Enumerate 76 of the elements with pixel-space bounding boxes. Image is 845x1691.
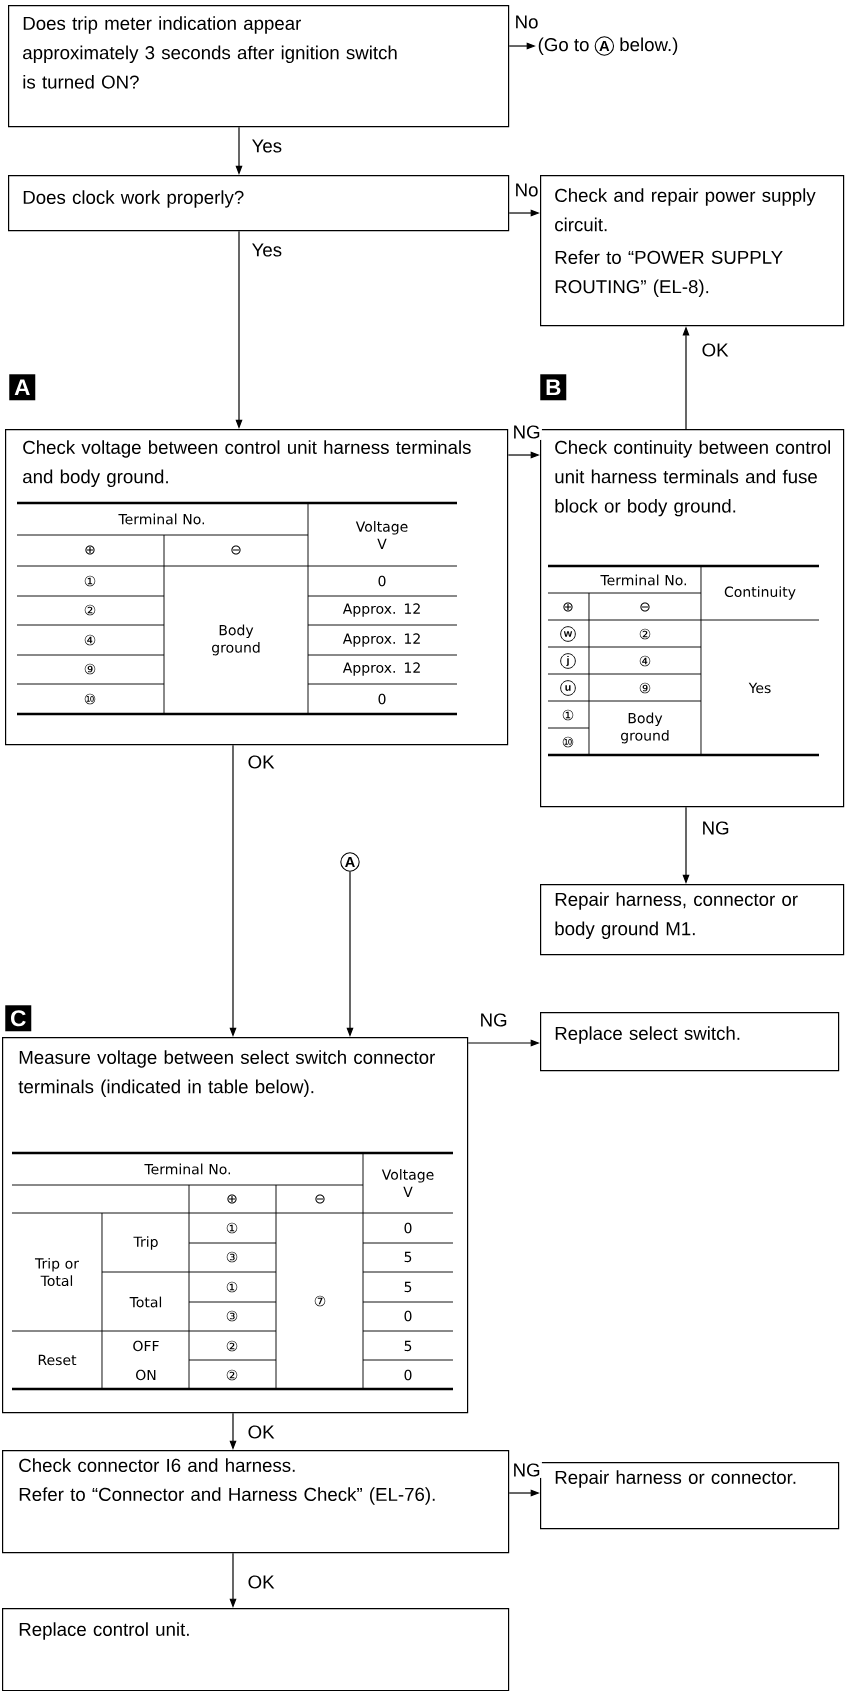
step-box: Replace control unit. bbox=[2, 1608, 510, 1691]
table-entry: ④ bbox=[639, 655, 651, 667]
table-entry: ② bbox=[639, 628, 651, 640]
table-entry: Total bbox=[129, 1296, 162, 1308]
table-entry: ⊕ bbox=[227, 1194, 237, 1204]
edge-label: No bbox=[513, 182, 540, 198]
table-entry: Voltage V bbox=[355, 521, 408, 549]
table-entry: Terminal No. bbox=[144, 1163, 231, 1175]
table-entry: ④ bbox=[84, 634, 96, 646]
table-entry: ⑩ bbox=[562, 736, 574, 748]
table-entry: ② bbox=[226, 1369, 238, 1381]
table-entry: 5 bbox=[404, 1281, 412, 1293]
edge-label: OK bbox=[246, 1574, 276, 1590]
section-badge: A bbox=[9, 374, 36, 401]
edge-label: No bbox=[513, 14, 540, 30]
table-entry: j bbox=[560, 653, 576, 669]
edge-label: NG bbox=[511, 1462, 542, 1478]
table-entry: Voltage V bbox=[381, 1169, 434, 1197]
table-entry: Terminal No. bbox=[118, 513, 205, 525]
step-box: Repair harness or connector. bbox=[540, 1462, 840, 1530]
table-entry: 0 bbox=[404, 1310, 412, 1322]
table-entry: 5 bbox=[404, 1251, 412, 1263]
table-entry: ① bbox=[226, 1281, 238, 1293]
table-entry: ② bbox=[84, 604, 96, 616]
table-entry: ⑨ bbox=[639, 682, 651, 694]
table-entry: w bbox=[560, 626, 576, 642]
edge-label: NG bbox=[700, 820, 731, 836]
check-box: Check connector I6 and harness. Refer to “Connector and Harness Check” (EL-76). bbox=[2, 1450, 510, 1554]
step-box: Replace select switch. bbox=[540, 1012, 840, 1072]
table-entry: ON bbox=[136, 1369, 156, 1381]
table-entry: ⑨ bbox=[84, 663, 96, 675]
table-entry: 5 bbox=[404, 1340, 412, 1352]
table-entry: 0 bbox=[378, 693, 386, 705]
table-entry: Body ground bbox=[621, 712, 669, 744]
table-entry: ① bbox=[226, 1222, 238, 1234]
table-entry: Yes bbox=[748, 682, 771, 694]
table-entry: ③ bbox=[226, 1251, 238, 1263]
table-entry: Approx. 12 bbox=[342, 633, 420, 647]
table-entry: OFF bbox=[133, 1340, 159, 1352]
table-entry: ⑩ bbox=[84, 693, 96, 705]
table-entry: 0 bbox=[404, 1369, 412, 1381]
step-box: Repair harness, connector or body ground M1. bbox=[540, 884, 845, 956]
table-entry: ⊖ bbox=[640, 602, 650, 612]
goto-note: (Go to A below.) bbox=[538, 36, 678, 56]
table-entry: Approx. 12 bbox=[342, 662, 420, 676]
section-badge: C bbox=[5, 1005, 32, 1032]
table-entry: ① bbox=[562, 709, 574, 721]
table-entry: ③ bbox=[226, 1310, 238, 1322]
question-box: Does clock work properly? bbox=[8, 175, 510, 232]
edge-label: Yes bbox=[250, 138, 284, 154]
table-entry: ⊕ bbox=[85, 545, 95, 555]
table-entry: 0 bbox=[404, 1222, 412, 1234]
edge-label: Yes bbox=[250, 242, 284, 258]
edge-label: OK bbox=[700, 342, 730, 358]
table-entry: ⊕ bbox=[563, 602, 573, 612]
step-box: Check and repair power supply circuit. Refer to “POWER SUPPLY ROUTING” (EL-8). bbox=[540, 175, 845, 327]
edge-label: NG bbox=[511, 424, 542, 440]
table-entry: Trip bbox=[133, 1236, 158, 1250]
table-entry: ② bbox=[226, 1340, 238, 1352]
table-entry: 0 bbox=[378, 575, 386, 587]
table-entry: ⑦ bbox=[314, 1295, 326, 1307]
question-box: Does trip meter indication appear approximately 3 seconds after ignition switch is turned ON? bbox=[8, 5, 510, 128]
section-badge: B bbox=[540, 374, 567, 401]
table-entry: ⊖ bbox=[231, 545, 241, 555]
table-entry: Trip or Total bbox=[34, 1257, 79, 1287]
table-entry: Reset bbox=[38, 1354, 77, 1366]
edge-label: OK bbox=[246, 754, 276, 770]
table-entry: u bbox=[560, 680, 576, 696]
table-entry: Continuity bbox=[724, 586, 796, 600]
table-entry: Approx. 12 bbox=[342, 603, 420, 617]
table-entry: ⊖ bbox=[315, 1194, 325, 1204]
table-entry: Body ground bbox=[212, 624, 260, 656]
table-entry: ① bbox=[84, 575, 96, 587]
table-entry: Terminal No. bbox=[600, 574, 687, 586]
edge-label: OK bbox=[246, 1424, 276, 1440]
edge-label: NG bbox=[478, 1012, 509, 1028]
